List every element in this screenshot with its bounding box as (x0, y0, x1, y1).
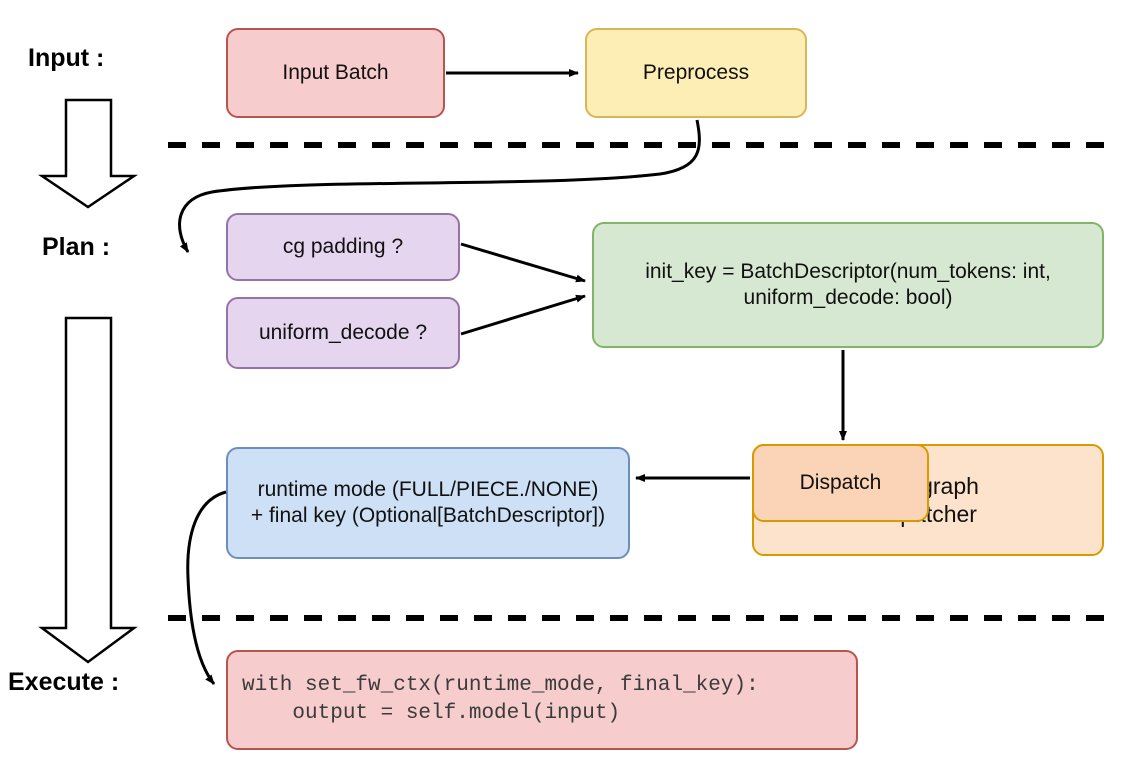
stage-label-input: Input : (28, 44, 105, 72)
node-runtime-mode-line-2: + final key (Optional[BatchDescriptor]) (250, 504, 606, 527)
node-input-batch[interactable]: Input Batch (226, 28, 445, 118)
node-uniform-decode[interactable]: uniform_decode ? (226, 297, 460, 369)
node-init-key[interactable]: init_key = BatchDescriptor(num_tokens: i… (592, 222, 1104, 348)
stage-label-plan: Plan : (42, 233, 111, 261)
node-execute-code[interactable]: with set_fw_ctx(runtime_mode, final_key)… (226, 650, 858, 750)
node-execute-code-line-1: with set_fw_ctx(runtime_mode, final_key)… (242, 673, 759, 697)
node-cg-padding[interactable]: cg padding ? (226, 213, 460, 281)
node-init-key-line-1: init_key = BatchDescriptor(num_tokens: i… (645, 260, 1051, 284)
node-execute-code-line-2: output = self.model(input) (242, 702, 621, 725)
node-dispatch[interactable]: Dispatch (752, 444, 929, 522)
node-preprocess[interactable]: Preprocess (585, 28, 807, 118)
node-init-key-line-2: uniform_decode: bool) (743, 286, 953, 309)
arrow-runtime-mode-to-execute-code (186, 490, 227, 685)
arrow-cg-padding-to-init-key (460, 242, 586, 283)
arrow-uniform-decode-to-init-key (460, 294, 586, 336)
node-runtime-mode-line-1: runtime mode (FULL/PIECE./NONE) (257, 478, 599, 502)
stage-label-execute: Execute : (8, 668, 120, 696)
plan-to-execute-block-arrow (38, 316, 138, 664)
node-runtime-mode[interactable]: runtime mode (FULL/PIECE./NONE) + final … (226, 447, 630, 559)
input-to-plan-block-arrow (37, 98, 139, 209)
